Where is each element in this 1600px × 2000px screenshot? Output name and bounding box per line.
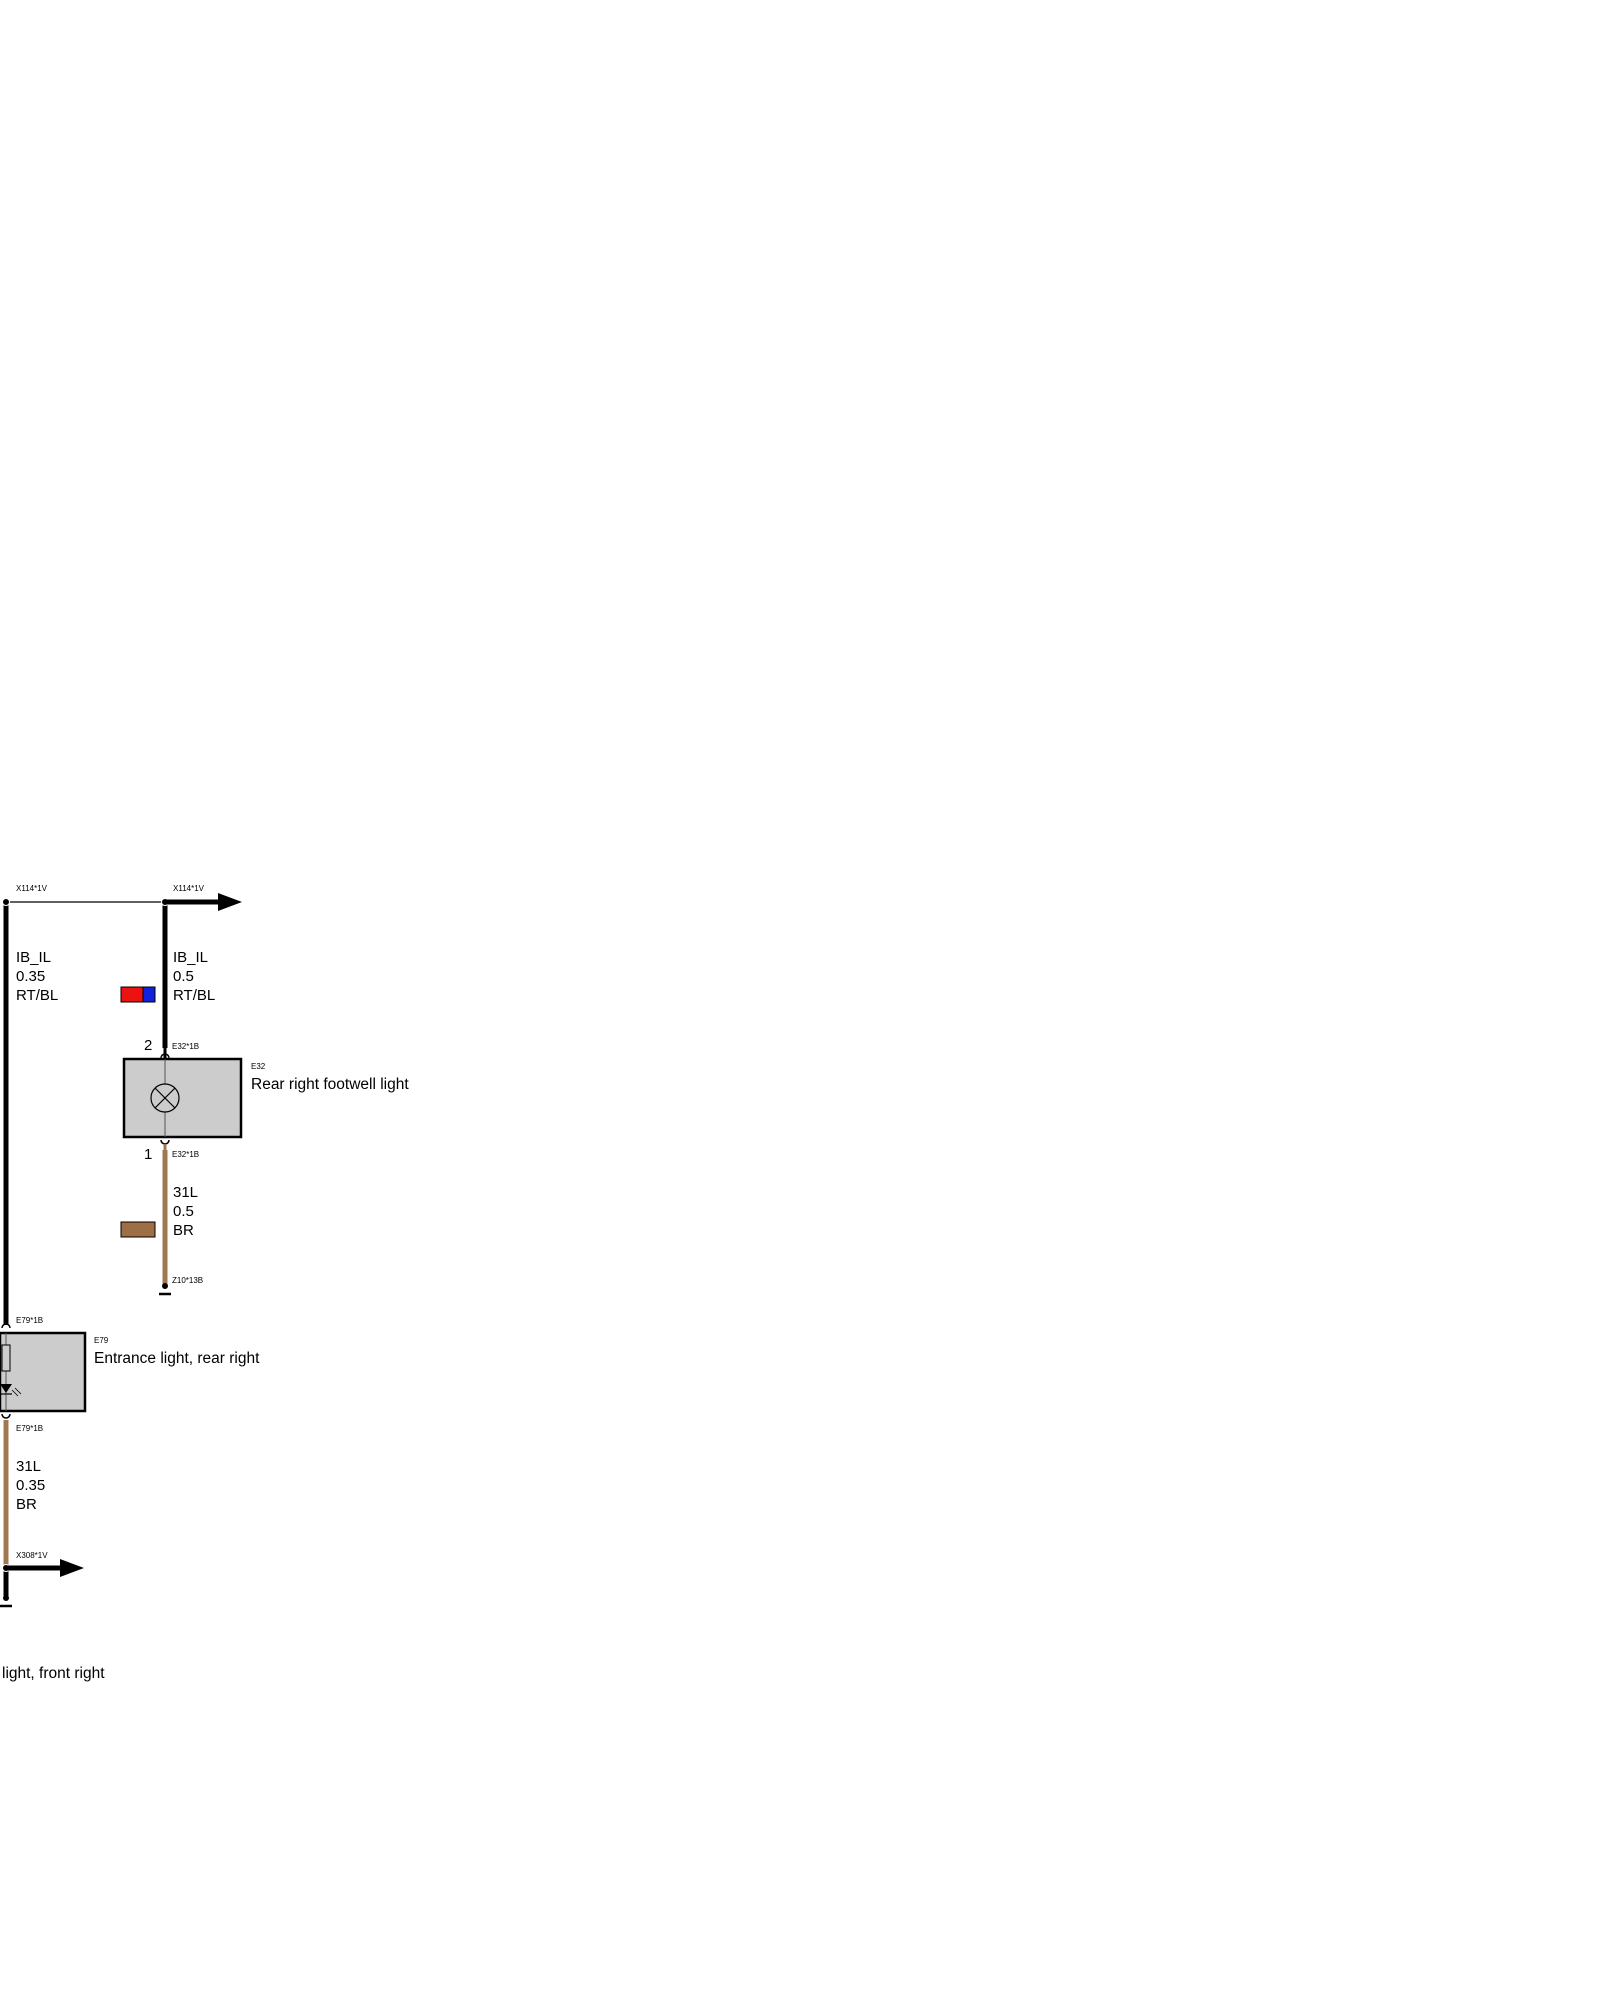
wire-signal-label: IB_IL (16, 949, 51, 966)
connector-label: E32*1B (172, 1042, 199, 1051)
component-name: Rear right footwell light (251, 1076, 409, 1093)
led-icon (0, 1384, 22, 1397)
pin-number: 2 (144, 1037, 152, 1054)
connector-label: X114*1V (173, 884, 205, 893)
component-e79 (0, 1323, 87, 1419)
connector-label: E79*1B (16, 1424, 43, 1433)
partial-component-name: light, front right (2, 1665, 105, 1682)
wire-color-label: RT/BL (16, 987, 58, 1004)
connector-label: X308*1V (16, 1551, 48, 1560)
component-name: Entrance light, rear right (94, 1350, 260, 1367)
connector-label: E32*1B (172, 1150, 199, 1159)
component-e32 (122, 1048, 243, 1150)
arrow-right-icon (6, 1559, 84, 1577)
wire-gauge-label: 0.5 (173, 968, 194, 985)
wire-signal-label: IB_IL (173, 949, 208, 966)
wire-color-swatch-br (120, 1221, 156, 1238)
connector-label: E79*1B (16, 1316, 43, 1325)
pin-number: 1 (144, 1146, 152, 1163)
connector-label: X114*1V (16, 884, 48, 893)
wire-color-swatch-rt-bl (120, 986, 156, 1003)
arrow-right-icon (165, 893, 242, 911)
ground-icon (159, 1283, 171, 1296)
wire-gauge-label: 0.35 (16, 1477, 45, 1494)
component-id: E79 (94, 1336, 109, 1345)
wire-signal-label: 31L (173, 1184, 198, 1201)
wire-color-label: RT/BL (173, 987, 215, 1004)
resistor-icon (1, 1344, 11, 1372)
wire-color-label: BR (16, 1496, 37, 1513)
lamp-icon (150, 1083, 180, 1113)
wire-gauge-label: 0.5 (173, 1203, 194, 1220)
wire-color-label: BR (173, 1222, 194, 1239)
junction-dot (2, 898, 10, 906)
ground-icon (0, 1595, 12, 1608)
wire-signal-label: 31L (16, 1458, 41, 1475)
wire-gauge-label: 0.35 (16, 968, 45, 985)
component-id: E32 (251, 1062, 266, 1071)
connector-label: Z10*13B (172, 1276, 203, 1285)
